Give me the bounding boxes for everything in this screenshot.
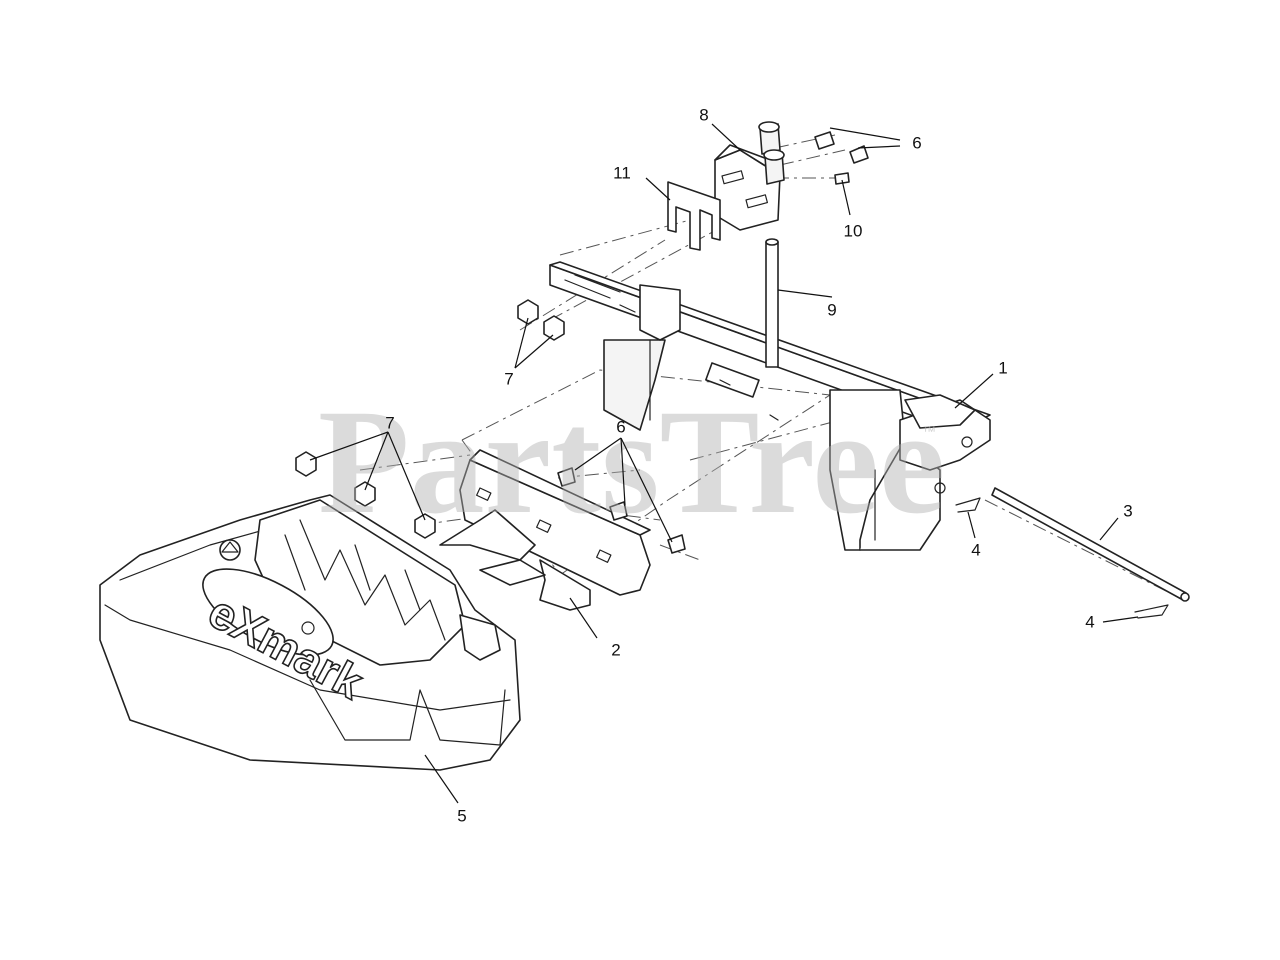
callout-7-right: 7 <box>504 369 513 388</box>
callout-6-upper: 6 <box>912 133 921 152</box>
callout-4-upper: 4 <box>971 540 980 559</box>
callout-10: 10 <box>844 221 863 240</box>
part-rod <box>991 487 1190 602</box>
callout-numbers: 1 2 3 4 4 5 6 6 7 7 8 9 10 11 <box>385 105 1132 825</box>
callout-8: 8 <box>699 105 708 124</box>
callout-leaders <box>309 123 1139 804</box>
part-hairpin-clips <box>955 497 1169 619</box>
watermark-text: PartsTree <box>318 379 945 545</box>
part-flange-nuts <box>295 299 565 539</box>
callout-5: 5 <box>457 806 466 825</box>
part-vertical-post <box>765 238 779 368</box>
callout-6-lower: 6 <box>616 417 625 436</box>
part-hitch-bracket <box>439 449 651 611</box>
callout-7-left: 7 <box>385 413 394 432</box>
callout-3: 3 <box>1123 501 1132 520</box>
part-shim-plate <box>667 181 721 251</box>
part-hood-cover: eXmark <box>99 494 521 771</box>
part-pivot-bracket <box>714 121 785 231</box>
part-bolts <box>557 131 869 554</box>
part-small-bolt <box>834 172 850 185</box>
callout-2: 2 <box>611 640 620 659</box>
callout-9: 9 <box>827 300 836 319</box>
watermark-trademark: ™ <box>922 423 936 439</box>
callout-1: 1 <box>998 358 1007 377</box>
callout-11: 11 <box>613 163 631 182</box>
part-frame-assembly <box>549 261 991 551</box>
callout-4-lower: 4 <box>1085 612 1094 631</box>
